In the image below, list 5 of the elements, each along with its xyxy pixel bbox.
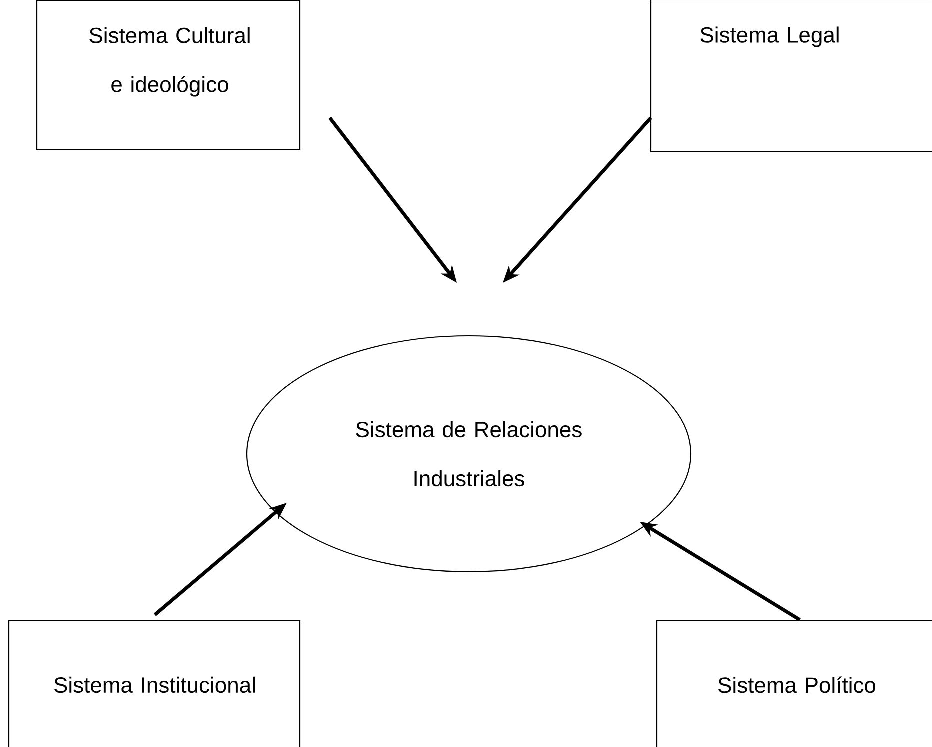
process-box: Sistema Político xyxy=(656,620,932,747)
process-box: Sistema Cultural e ideológico xyxy=(36,0,301,150)
ellipse-node: Sistema de Relaciones Industriales xyxy=(246,335,692,573)
process-box: Sistema Institucional xyxy=(8,620,301,747)
process-box: Sistema Legal xyxy=(650,0,932,153)
